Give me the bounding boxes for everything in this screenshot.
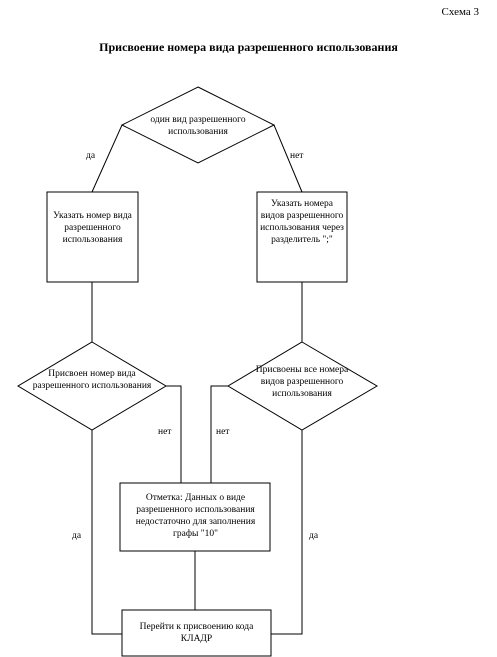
- edge-label-no-left: нет: [158, 427, 172, 437]
- box-end-shape: [121, 609, 272, 657]
- edge-label-yes-right: да: [309, 531, 319, 541]
- scheme-label: Схема 3: [441, 6, 479, 18]
- edge-label-yes-top: да: [86, 151, 96, 161]
- decision-left-text: Присвоен номер вида разрешенного использ…: [32, 369, 152, 391]
- edge-no-top: [273, 124, 303, 193]
- decision-single-text: один вид разрешенного использования: [150, 115, 246, 137]
- edge-yes-top: [91, 124, 123, 193]
- box-end-text: Перейти к присвоению кода КЛАДР: [139, 622, 254, 644]
- edge-yes-right: [271, 430, 303, 635]
- decision-single-shape: [120, 86, 276, 164]
- box-right-text: Указать номера видов разрешенного исполь…: [260, 199, 344, 245]
- box-left-text: Указать номер вида разрешенного использо…: [53, 211, 132, 245]
- edge-no-left: [166, 385, 182, 483]
- edge-yes-left: [91, 430, 122, 635]
- box-mark-text: Отметка: Данных о виде разрешенного испо…: [135, 493, 256, 539]
- edge-label-no-right: нет: [216, 427, 230, 437]
- edge-label-yes-left: да: [72, 531, 82, 541]
- decision-right-text: Присвоены все номера видов разрешенного …: [255, 365, 349, 399]
- diagram-title: Присвоение номера вида разрешенного испо…: [99, 40, 398, 54]
- edge-no-right: [210, 385, 228, 483]
- edge-label-no-top: нет: [290, 151, 304, 161]
